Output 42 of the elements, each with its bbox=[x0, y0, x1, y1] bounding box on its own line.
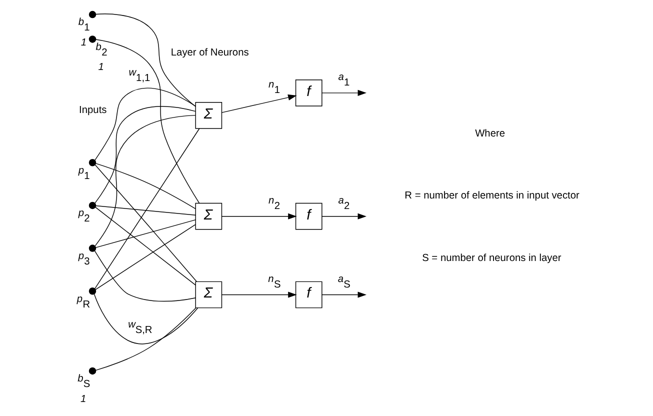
arrow bbox=[321, 292, 366, 298]
connector bbox=[93, 294, 198, 344]
node-box: f bbox=[294, 80, 322, 106]
arrow bbox=[221, 213, 296, 220]
node-box: Σ bbox=[194, 202, 222, 230]
connector bbox=[94, 308, 196, 371]
node-circle bbox=[88, 202, 96, 210]
node-circle bbox=[88, 244, 96, 252]
node-circle bbox=[88, 36, 96, 43]
connector bbox=[94, 205, 196, 216]
connector bbox=[94, 128, 200, 289]
node-label: 1 bbox=[80, 394, 86, 405]
arrow bbox=[221, 292, 296, 298]
connector bbox=[94, 88, 196, 161]
connector bbox=[95, 14, 196, 107]
arrow bbox=[221, 94, 296, 113]
label: S = number of neurons in layer bbox=[422, 253, 561, 264]
label: Layer of Neurons bbox=[170, 48, 248, 59]
connector bbox=[94, 106, 196, 204]
node-circle bbox=[88, 10, 96, 18]
arrow bbox=[321, 90, 366, 96]
node-circle bbox=[88, 159, 96, 166]
node-label: 1 bbox=[98, 62, 104, 74]
node-box: f bbox=[294, 281, 322, 308]
connector bbox=[94, 39, 200, 204]
node-circle bbox=[88, 367, 96, 375]
node-label: 1 bbox=[80, 38, 86, 49]
connector bbox=[94, 250, 196, 302]
connector bbox=[94, 206, 196, 286]
node-box: f bbox=[294, 202, 322, 230]
node-box: Σ bbox=[194, 281, 222, 308]
label: R = number of elements in input vector bbox=[404, 190, 579, 202]
node-box: Σ bbox=[194, 102, 222, 129]
connector bbox=[94, 219, 196, 248]
connector bbox=[94, 164, 197, 282]
label: Where bbox=[474, 128, 505, 140]
label: Inputs bbox=[78, 105, 106, 116]
node-circle bbox=[88, 288, 96, 295]
connector bbox=[94, 114, 196, 246]
arrow bbox=[321, 213, 366, 220]
connector bbox=[94, 224, 196, 290]
connector bbox=[94, 163, 196, 210]
